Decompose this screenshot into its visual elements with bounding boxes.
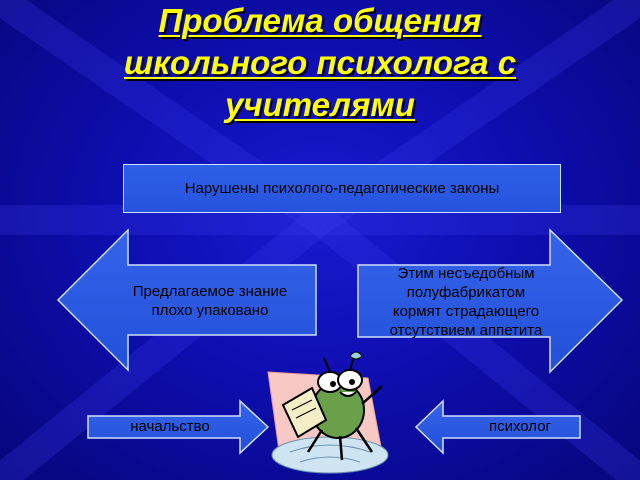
page-title: Проблема общения школьного психолога с у… (0, 0, 640, 126)
top-box: Нарушены психолого-педагогические законы (123, 164, 561, 213)
right-arrow-line-3: кормят страдающего (392, 303, 540, 320)
title-line-3: учителями (225, 86, 415, 123)
title-line-2: школьного психолога с (123, 44, 517, 81)
right-arrow-shape (357, 228, 624, 374)
cartoon-bug-with-paper-icon (267, 351, 389, 474)
right-arrow-line-4: отсутствием аппетита (389, 322, 543, 339)
bottom-right-arrow-shape (414, 399, 581, 455)
bottom-left-label: начальство (130, 418, 210, 435)
bottom-right-label: психолог (488, 418, 552, 435)
title-line-1: Проблема общения (158, 2, 482, 39)
top-box-label: Нарушены психолого-педагогические законы (184, 180, 500, 197)
right-arrow-line-2: полуфабрикатом (406, 284, 526, 301)
left-arrow-label: Предлагаемое знание плохо упаковано (110, 282, 310, 320)
left-arrow-line-1: Предлагаемое знание (132, 283, 288, 300)
left-arrow-line-2: плохо упаковано (151, 302, 269, 319)
right-arrow-line-1: Этим несъедобным (397, 265, 535, 282)
right-arrow-label: Этим несъедобным полуфабрикатом кормят с… (366, 264, 566, 340)
left-arrow-shape (56, 228, 317, 372)
bottom-left-arrow-shape (87, 399, 270, 455)
